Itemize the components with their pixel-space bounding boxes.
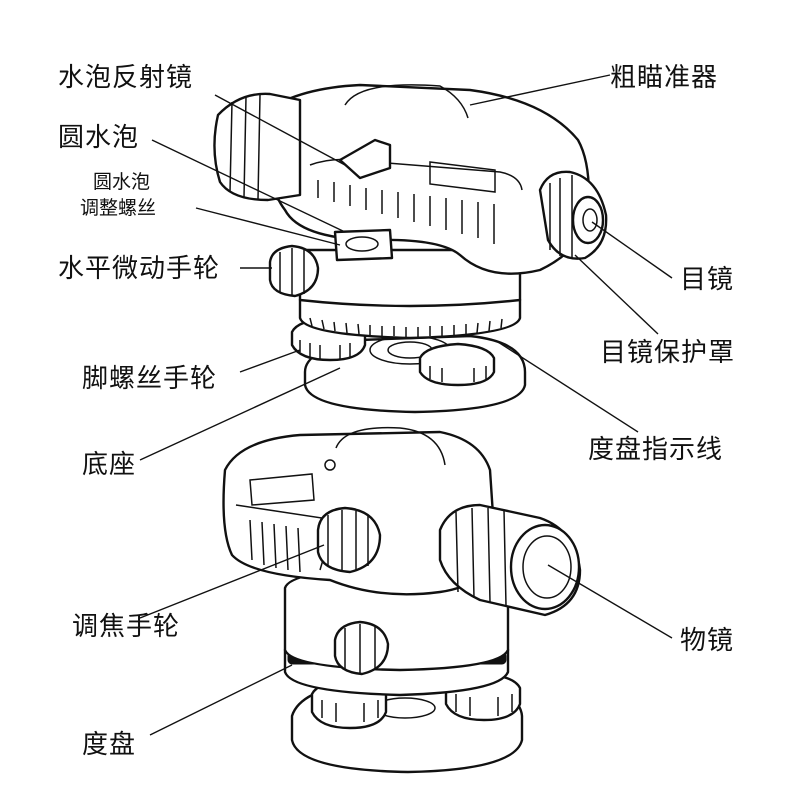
leader-bubble-mirror (214, 94, 346, 166)
label-dial-index-line: 度盘指示线 (588, 435, 724, 465)
label-focus-wheel: 调焦手轮 (72, 612, 181, 642)
top-lower-housing (298, 248, 522, 308)
leader-dial-index (497, 341, 639, 433)
leader-eyepiece-cover (574, 254, 659, 335)
label-base: 底座 (82, 450, 137, 480)
top-rear-cylinder (213, 92, 302, 202)
label-foot-screw-wheel: 脚螺丝手轮 (82, 364, 218, 394)
top-fine-motion-knob (268, 244, 320, 298)
label-dial: 度盘 (82, 730, 137, 760)
bottom-fine-motion-knob (333, 620, 390, 676)
bottom-objective-barrel (438, 503, 582, 617)
label-horizontal-fine-wheel: 水平微动手轮 (58, 254, 221, 284)
leader-circular-bubble (151, 139, 346, 233)
leader-foot-screw (239, 349, 301, 373)
leader-objective (547, 564, 673, 639)
label-objective-lens: 物镜 (680, 626, 735, 656)
bubble-mirror-shape (338, 138, 392, 180)
top-circular-bubble (333, 228, 394, 262)
label-eyepiece: 目镜 (680, 265, 735, 295)
bottom-instrument (222, 426, 582, 774)
label-circular-bubble-adjust-line2: 调整螺丝 (80, 197, 157, 219)
top-eyepiece (538, 170, 608, 260)
label-coarse-sight: 粗瞄准器 (610, 63, 719, 93)
leader-eyepiece (591, 221, 673, 279)
leader-dial (149, 664, 293, 736)
label-circular-bubble: 圆水泡 (58, 123, 140, 153)
top-instrument (213, 83, 608, 414)
leader-base (139, 367, 341, 461)
top-foot-screw-right (418, 342, 496, 387)
label-eyepiece-cover: 目镜保护罩 (600, 338, 736, 368)
leader-lines (139, 74, 673, 736)
label-circular-bubble-adjust-line1: 圆水泡 (93, 171, 151, 193)
top-main-body (265, 83, 591, 275)
leader-focus-wheel (139, 544, 325, 619)
bottom-focus-knob (316, 506, 382, 574)
leader-bubble-adjust (195, 207, 341, 246)
leader-coarse-sight (469, 74, 611, 106)
label-level-bubble-mirror: 水泡反射镜 (58, 63, 194, 93)
